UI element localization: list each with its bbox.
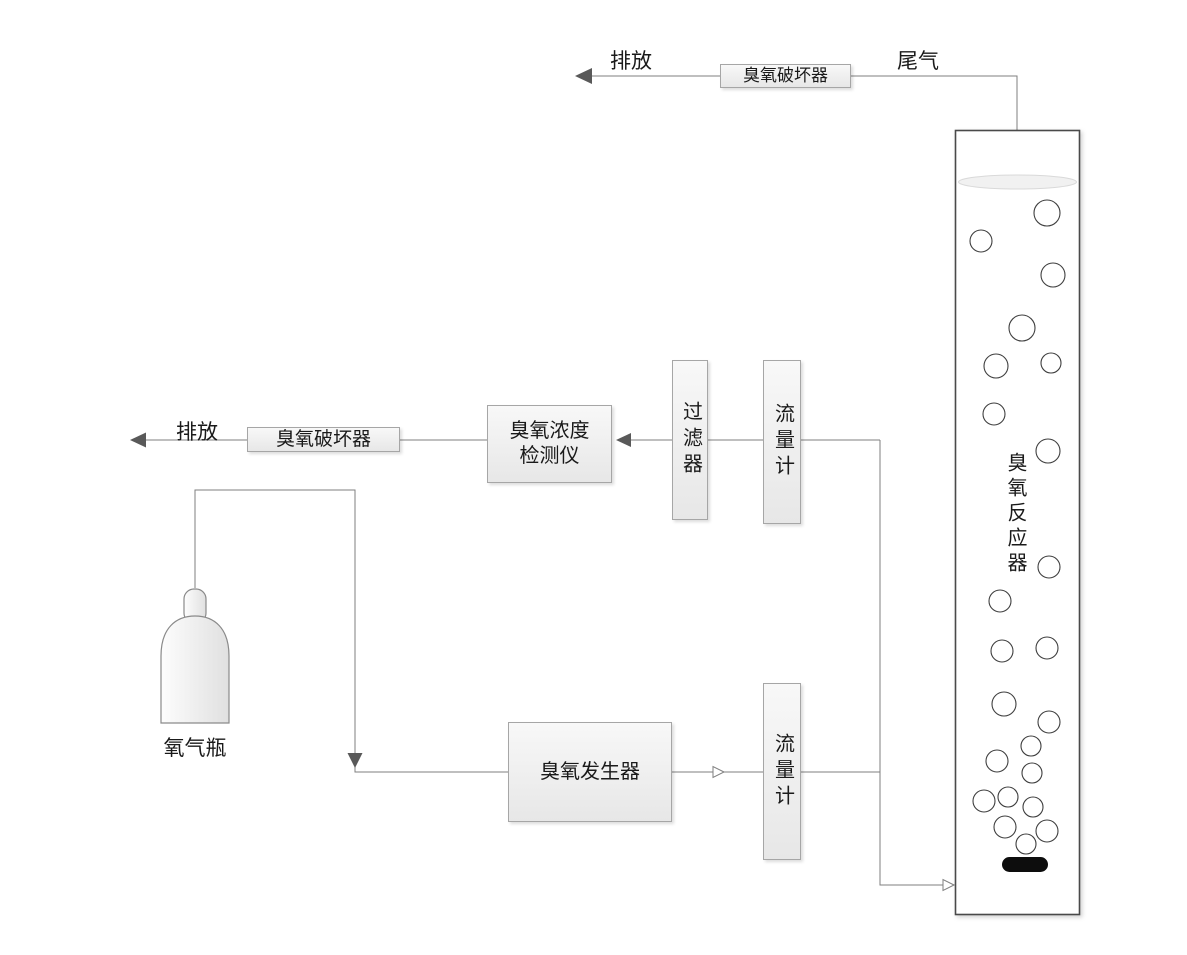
node-label: 过滤器 — [679, 401, 702, 479]
label-exhaust-top: 排放 — [610, 50, 652, 73]
bubble — [997, 786, 1019, 808]
bubble — [1021, 762, 1043, 784]
bubble — [990, 639, 1014, 663]
liquid-surface — [958, 174, 1077, 190]
line-tailgas — [851, 75, 1018, 130]
arrow-generator-out — [712, 765, 726, 779]
node-label-line2: 检测仪 — [519, 445, 580, 467]
node-label: 流量计 — [771, 732, 794, 811]
bubble — [1020, 735, 1042, 757]
node-label-line1: 臭氧浓度 — [509, 420, 590, 442]
label-oxygen-cylinder: 氧气瓶 — [163, 737, 227, 760]
arrow-oxygen-down — [347, 753, 363, 768]
label-exhaust-mid: 排放 — [176, 421, 218, 444]
node-label: 臭氧破坏器 — [743, 66, 828, 86]
bubble — [1040, 262, 1066, 288]
bubble — [1037, 710, 1061, 734]
bubble — [1035, 636, 1059, 660]
bubble — [1037, 555, 1061, 579]
node-label: 臭氧破坏器 — [275, 428, 371, 450]
line-branch-reactor — [879, 440, 943, 886]
reactor-vessel — [954, 129, 1081, 916]
node-label: 流量计 — [771, 403, 794, 481]
node-flow-meter-main: 流量计 — [763, 683, 801, 860]
oxygen-cylinder — [160, 588, 230, 724]
bubble — [991, 691, 1017, 717]
bubble — [1033, 199, 1061, 227]
node-ozone-concentration-detector: 臭氧浓度 检测仪 — [487, 405, 612, 483]
bubble — [983, 353, 1009, 379]
label-ozone-reactor: 臭氧反应器 — [1004, 452, 1026, 577]
bubble — [1008, 314, 1036, 342]
arrow-into-reactor — [942, 878, 956, 892]
bubble — [1015, 833, 1037, 855]
node-filter: 过滤器 — [672, 360, 708, 520]
ozone-reactor-column — [954, 129, 1081, 916]
cylinder-body — [160, 615, 230, 724]
bubble — [1035, 438, 1061, 464]
node-ozone-destroyer-top: 臭氧破坏器 — [720, 64, 851, 88]
bubble — [993, 815, 1017, 839]
bubble — [969, 229, 993, 253]
node-ozone-destroyer-mid: 臭氧破坏器 — [247, 427, 400, 452]
node-label: 臭氧发生器 — [540, 760, 640, 783]
bubble — [1035, 819, 1059, 843]
bubble — [1040, 352, 1062, 374]
bubbles-group — [969, 199, 1066, 855]
bubble — [982, 402, 1006, 426]
gas-diffuser — [1002, 857, 1048, 872]
bubble — [985, 749, 1009, 773]
node-flow-meter-sample: 流量计 — [763, 360, 801, 524]
label-tail-gas: 尾气 — [897, 50, 939, 73]
bubble — [972, 789, 996, 813]
arrow-into-detector — [616, 433, 631, 447]
arrow-exhaust-top — [575, 68, 592, 84]
node-ozone-generator: 臭氧发生器 — [508, 722, 672, 822]
line-oxygen-generator — [194, 489, 508, 773]
arrow-exhaust-mid — [130, 432, 146, 448]
bubble — [988, 589, 1012, 613]
bubble — [1022, 796, 1044, 818]
